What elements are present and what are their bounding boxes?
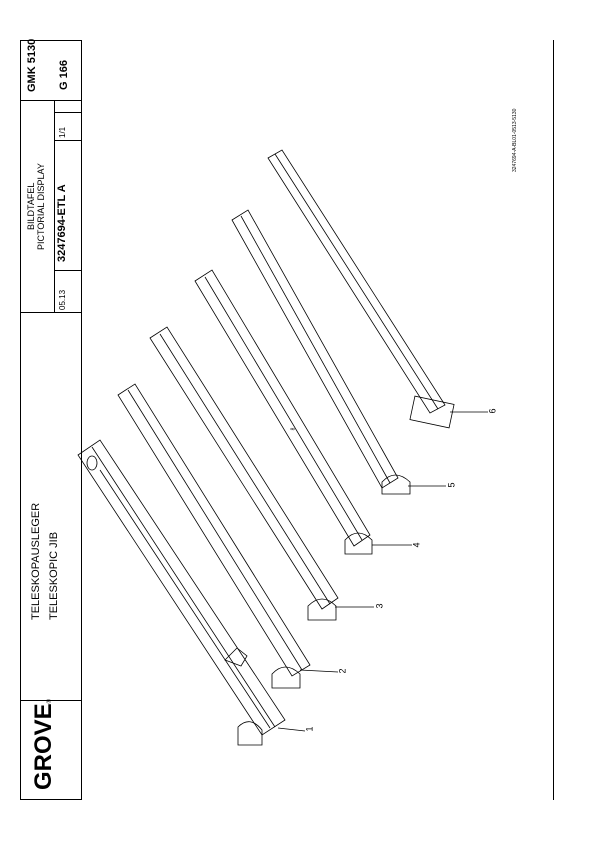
callout-5: 5 [446,482,457,488]
jib-section-4 [194,269,373,555]
right-margin-line [553,40,554,800]
jib-section-3 [149,326,339,621]
title-block-divider [20,312,82,313]
title-block-divider [20,100,82,101]
title-block-divider [20,700,82,701]
jib-section-2 [117,383,311,689]
jib-section-5 [231,209,411,495]
callout-1: 1 [304,726,315,732]
callout-4: 4 [411,542,422,548]
title-block-divider [54,100,55,312]
callout-3: 3 [374,603,385,609]
callout-6: 6 [487,408,498,414]
jib-section-1 [77,439,286,746]
title-block [20,40,82,800]
jib-section-6 [267,149,455,429]
callout-2: 2 [337,668,348,674]
